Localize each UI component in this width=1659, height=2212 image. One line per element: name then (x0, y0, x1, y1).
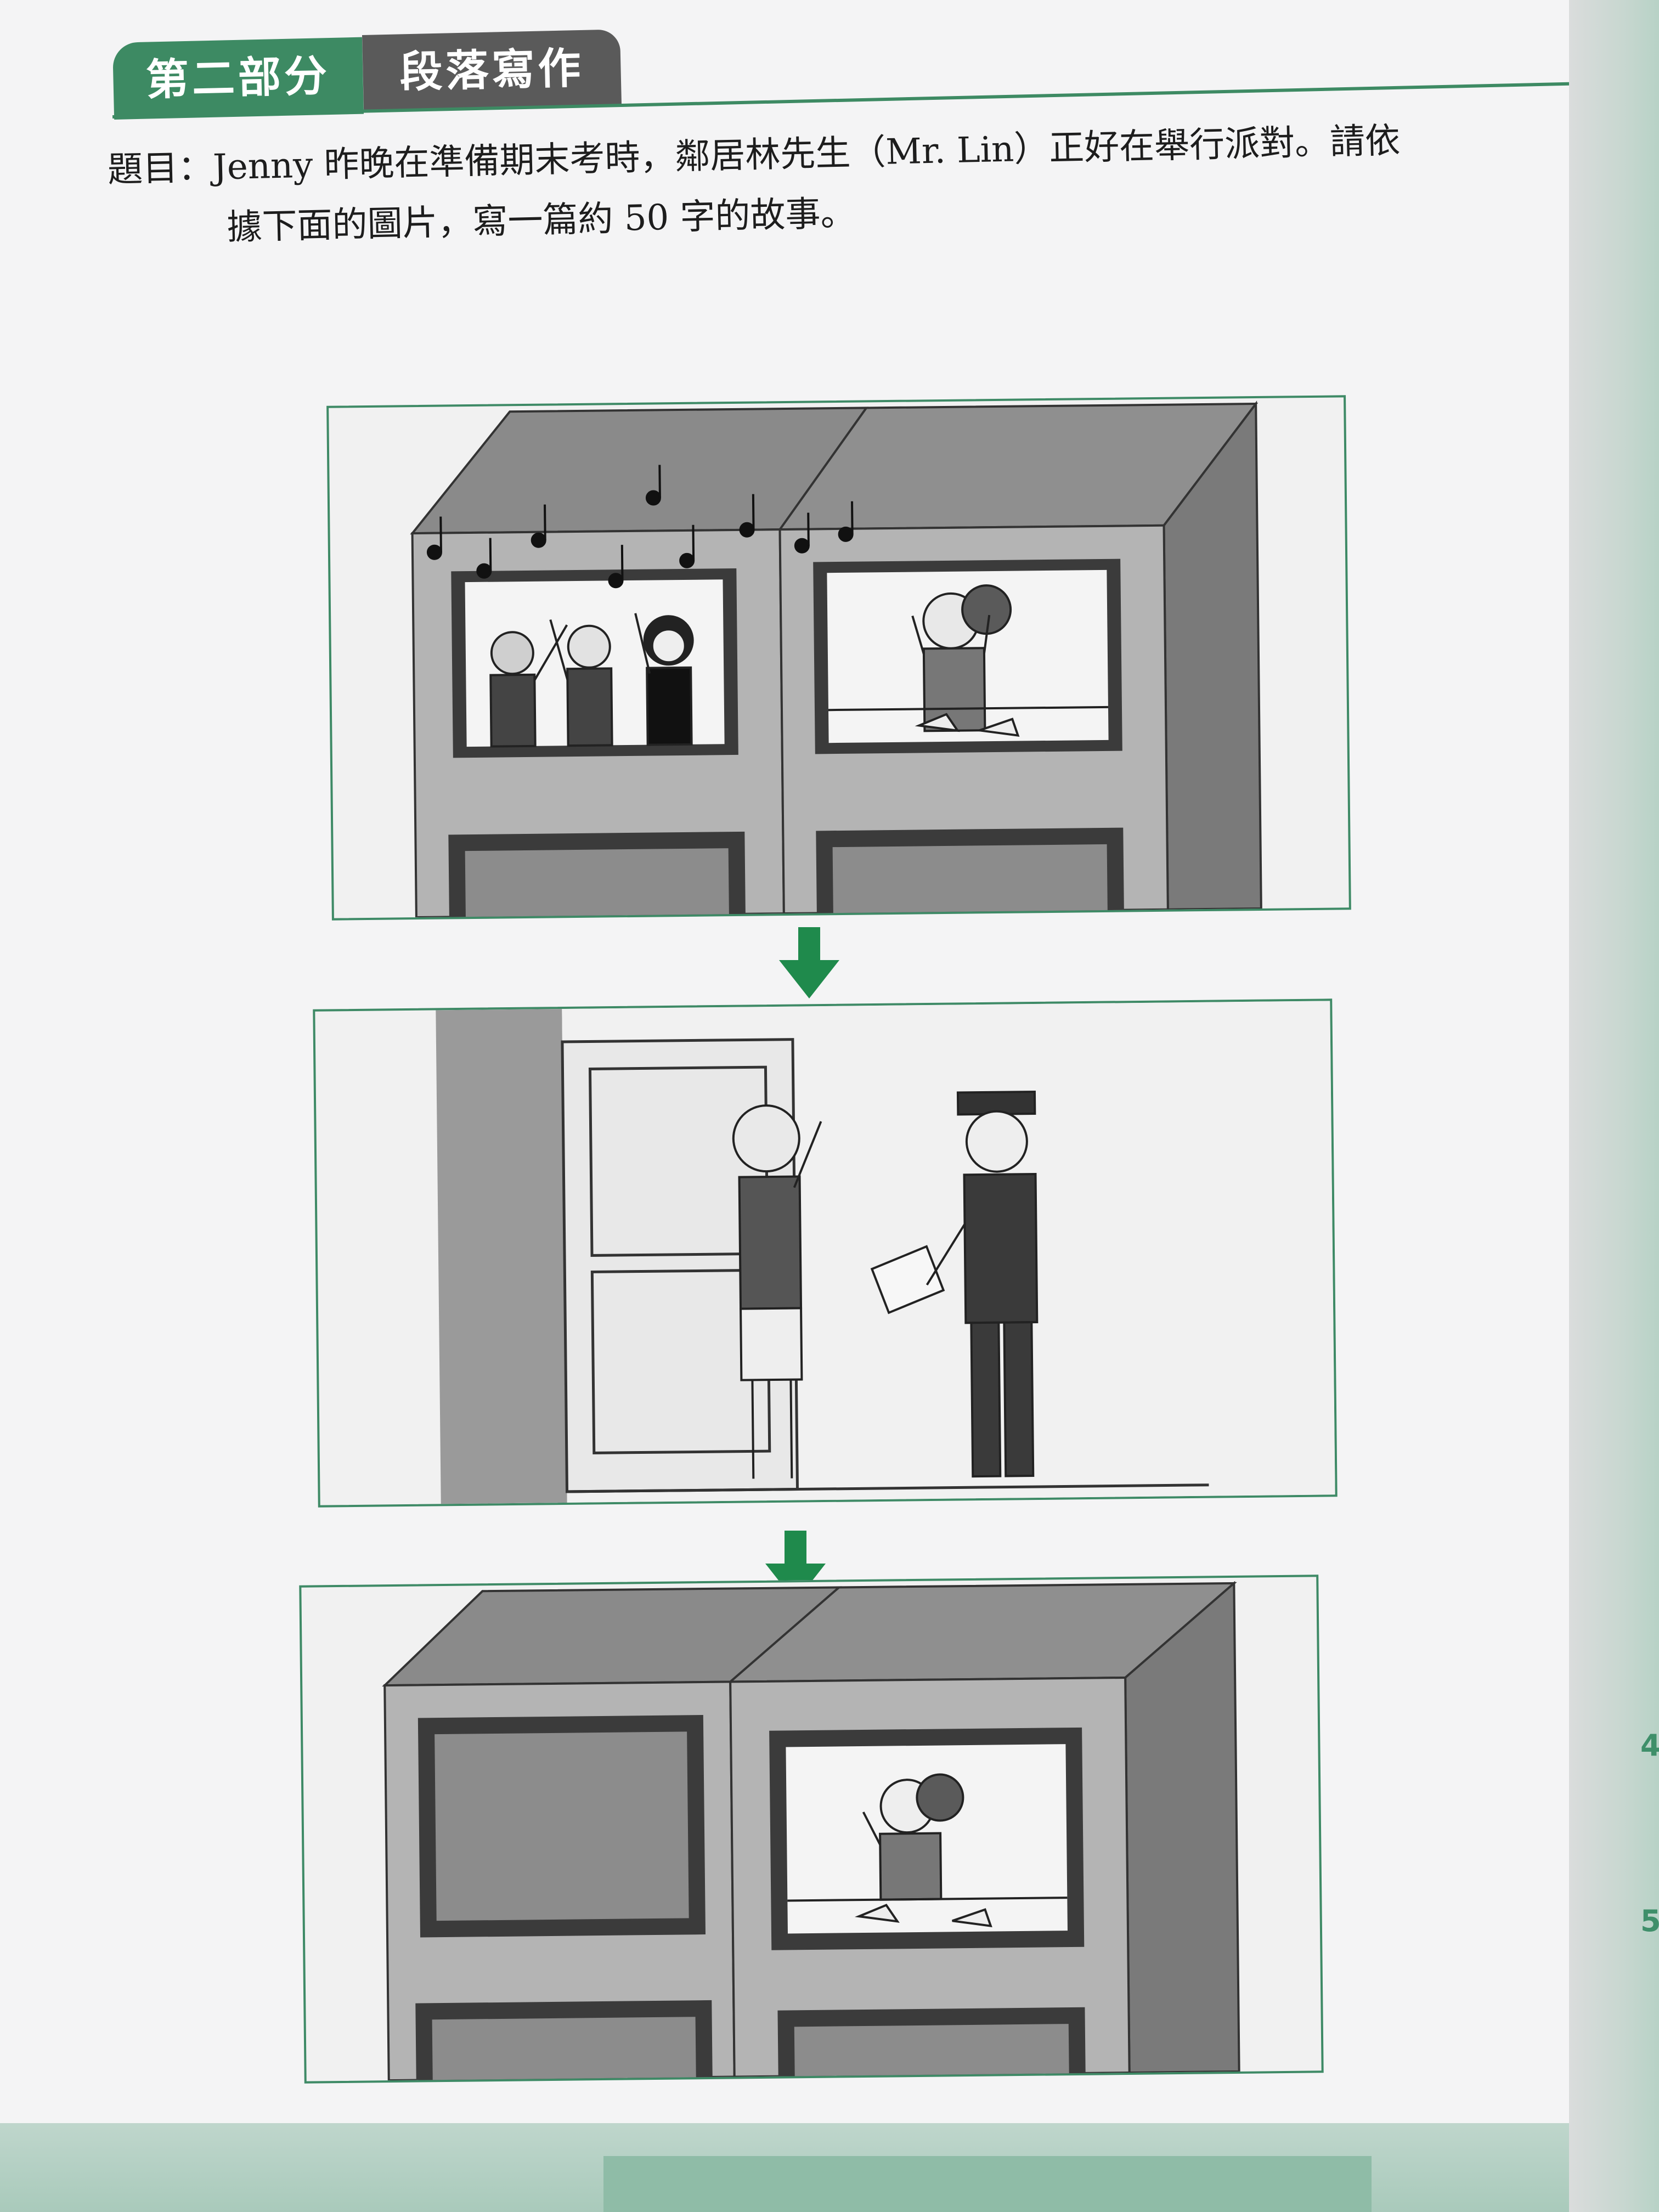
textbook-page: 第二部分 段落寫作 題目：Jenny 昨晚在準備期末考時，鄰居林先生（Mr. L… (0, 0, 1575, 2212)
edge-number: 4 (1640, 1728, 1659, 1763)
writing-prompt: 題目：Jenny 昨晚在準備期末考時，鄰居林先生（Mr. Lin）正好在舉行派對… (107, 108, 1547, 261)
party-guest-3 (634, 613, 694, 746)
quiet-study-scene-panel (299, 1575, 1324, 2084)
down-arrow-icon (765, 1531, 826, 1602)
music-notes (426, 465, 854, 589)
footer-tab (603, 2156, 1372, 2212)
section-title-tab: 段落寫作 (362, 29, 622, 112)
happy-student (787, 1773, 1068, 1927)
next-page-edge (1569, 0, 1659, 2212)
edge-number: 5 (1640, 1904, 1659, 1938)
down-arrow-icon (779, 927, 839, 998)
annoyed-student (828, 584, 1108, 737)
party-guest-1 (489, 624, 568, 748)
party-scene-illustration (410, 400, 1262, 918)
party-scene-panel (326, 395, 1351, 921)
party-guest-2 (549, 619, 613, 747)
police-officer (870, 1090, 1039, 1478)
police-visit-illustration (436, 1001, 1335, 1504)
police-visit-scene-panel (313, 998, 1338, 1508)
quiet-study-illustration (382, 1581, 1240, 2081)
part-label-tab: 第二部分 (112, 37, 364, 120)
neighbor-mr-lin (732, 1104, 822, 1479)
